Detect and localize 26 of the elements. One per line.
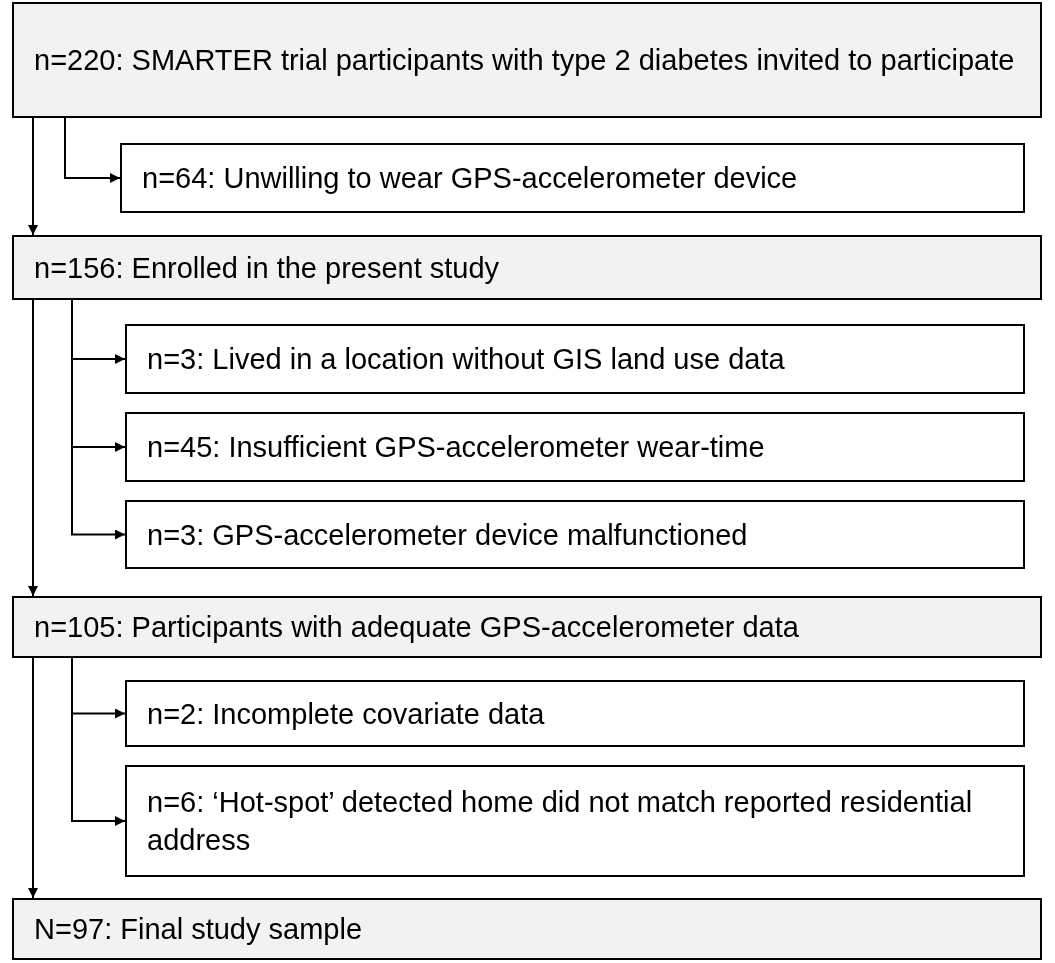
- stage-box: [12, 235, 1042, 300]
- box-text: N=97: Final study sample: [34, 912, 364, 947]
- exclusion-box: [120, 143, 1025, 213]
- arrow: [64, 117, 121, 183]
- box-text: n=3: GPS-accelerometer device malfunctioned: [147, 517, 749, 553]
- box-text: n=45: Insufficient GPS-accelerometer wear-time: [147, 430, 766, 465]
- box-text: n=64: Unwilling to wear GPS-accelerometer device: [142, 161, 799, 196]
- arrow: [28, 299, 38, 597]
- box-text: n=6: ‘Hot-spot’ detected home did not match reported residential address: [147, 785, 974, 858]
- stage-box: [12, 596, 1042, 658]
- exclusion-box: [125, 324, 1025, 394]
- stage-box: [12, 898, 1042, 960]
- stage-box: [12, 2, 1042, 118]
- exclusion-box: [125, 680, 1025, 747]
- exclusion-box: [125, 412, 1025, 482]
- arrow: [28, 657, 38, 899]
- arrow: [71, 657, 126, 826]
- box-text: n=3: Lived in a location without GIS land use data: [147, 342, 786, 377]
- box-text: n=156: Enrolled in the present study: [34, 250, 501, 286]
- arrow: [71, 299, 126, 540]
- exclusion-box: [125, 500, 1025, 569]
- exclusion-box: [125, 765, 1025, 877]
- box-text: n=2: Incomplete covariate data: [147, 696, 546, 732]
- box-text: n=220: SMARTER trial participants with type 2 diabetes invited to participate: [34, 43, 1016, 78]
- box-text: n=105: Participants with adequate GPS-accelerometer data: [34, 610, 800, 645]
- arrow: [28, 117, 38, 236]
